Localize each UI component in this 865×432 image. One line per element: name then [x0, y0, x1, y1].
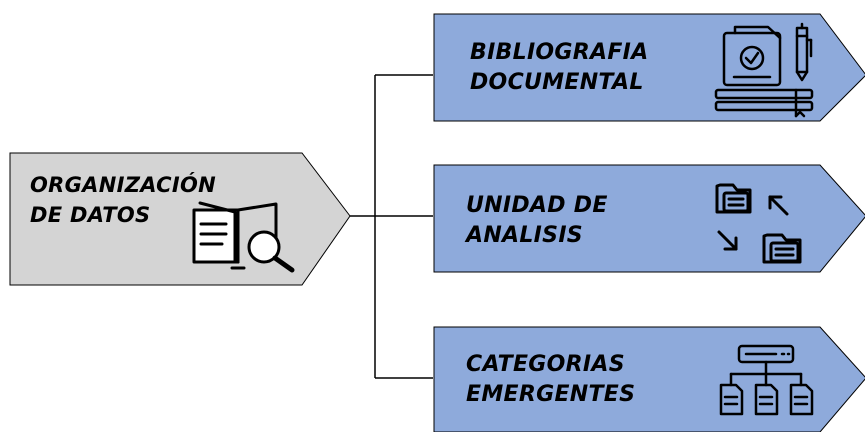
branch-2-label-line-1: UNIDAD DE [466, 193, 608, 218]
branch-label-unidad: UNIDAD DE ANALISIS [466, 191, 608, 251]
root-label-line-2: DE DATOS [30, 203, 151, 227]
hierarchy-documents-icon [719, 344, 814, 416]
branch-2-label-line-2: ANALISIS [466, 223, 583, 248]
folders-arrows-icon [715, 183, 802, 264]
connector-lines [350, 74, 433, 379]
document-stack-pencil-icon [714, 22, 814, 118]
branch-1-label-line-2: DOCUMENTAL [470, 70, 644, 95]
branch-shape-2 [433, 164, 865, 273]
branch-3-label-line-1: CATEGORIAS [466, 352, 625, 377]
branch-label-categorias: CATEGORIAS EMERGENTES [466, 350, 635, 410]
branch-label-bibliografia: BIBLIOGRAFIA DOCUMENTAL [470, 38, 649, 98]
root-label: ORGANIZACIÓN DE DATOS [30, 170, 216, 230]
branch-1-label-line-1: BIBLIOGRAFIA [470, 40, 649, 65]
root-label-line-1: ORGANIZACIÓN [30, 173, 216, 197]
branch-3-label-line-2: EMERGENTES [466, 382, 636, 407]
open-book-magnifier-icon [192, 201, 295, 273]
